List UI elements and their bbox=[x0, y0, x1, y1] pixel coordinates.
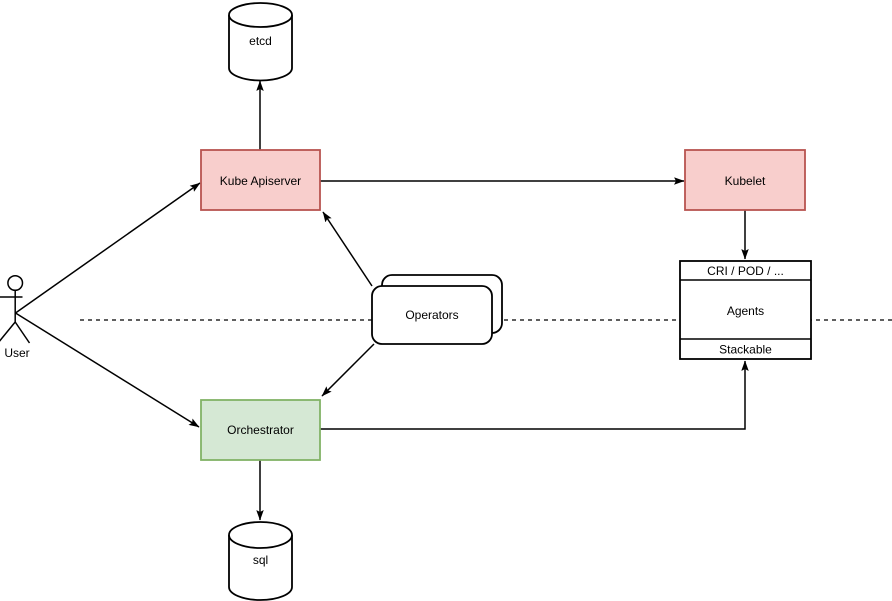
sql-label: sql bbox=[253, 553, 268, 567]
kube-apiserver-box bbox=[200, 149, 321, 211]
agent-stack-node: CRI / POD / ... Agents Stackable bbox=[679, 260, 812, 360]
sql-node: sql bbox=[228, 521, 293, 601]
agent-stack-row-stackable: Stackable bbox=[719, 343, 772, 357]
edge-orchestrator-to-agent-stack bbox=[320, 360, 749, 430]
edge-user-to-kube-apiserver bbox=[15, 182, 201, 314]
agent-stack-row-cri-pod: CRI / POD / ... bbox=[707, 264, 784, 278]
edge-user-to-orchestrator bbox=[15, 312, 200, 428]
etcd-cylinder-top bbox=[228, 2, 293, 28]
kube-apiserver-node: Kube Apiserver bbox=[200, 149, 321, 211]
agent-stack-row-agents: Agents bbox=[727, 304, 764, 318]
etcd-cylinder-body bbox=[228, 15, 293, 82]
kubelet-box bbox=[684, 149, 806, 211]
sql-cylinder-top bbox=[228, 521, 293, 549]
etcd-label: etcd bbox=[249, 34, 272, 48]
operators-front-card bbox=[371, 285, 493, 345]
etcd-node: etcd bbox=[228, 2, 293, 82]
edge-operators-to-kube-apiserver bbox=[322, 211, 373, 287]
user-actor-right-leg bbox=[14, 321, 31, 344]
kubelet-label: Kubelet bbox=[725, 174, 766, 188]
orchestrator-box bbox=[200, 399, 321, 461]
agent-stack-box bbox=[679, 260, 812, 360]
operators-label: Operators bbox=[405, 308, 458, 322]
operators-node: Operators bbox=[371, 274, 503, 345]
user-label: User bbox=[4, 346, 29, 360]
sql-cylinder-body bbox=[228, 535, 293, 601]
kube-apiserver-label: Kube Apiserver bbox=[220, 174, 301, 188]
user-actor: User bbox=[0, 274, 31, 360]
user-actor-head bbox=[7, 274, 24, 292]
kubelet-node: Kubelet bbox=[684, 149, 806, 211]
orchestrator-node: Orchestrator bbox=[200, 399, 321, 461]
user-actor-left-leg bbox=[0, 321, 16, 342]
edge-operators-to-orchestrator bbox=[321, 343, 375, 397]
orchestrator-label: Orchestrator bbox=[227, 423, 294, 437]
